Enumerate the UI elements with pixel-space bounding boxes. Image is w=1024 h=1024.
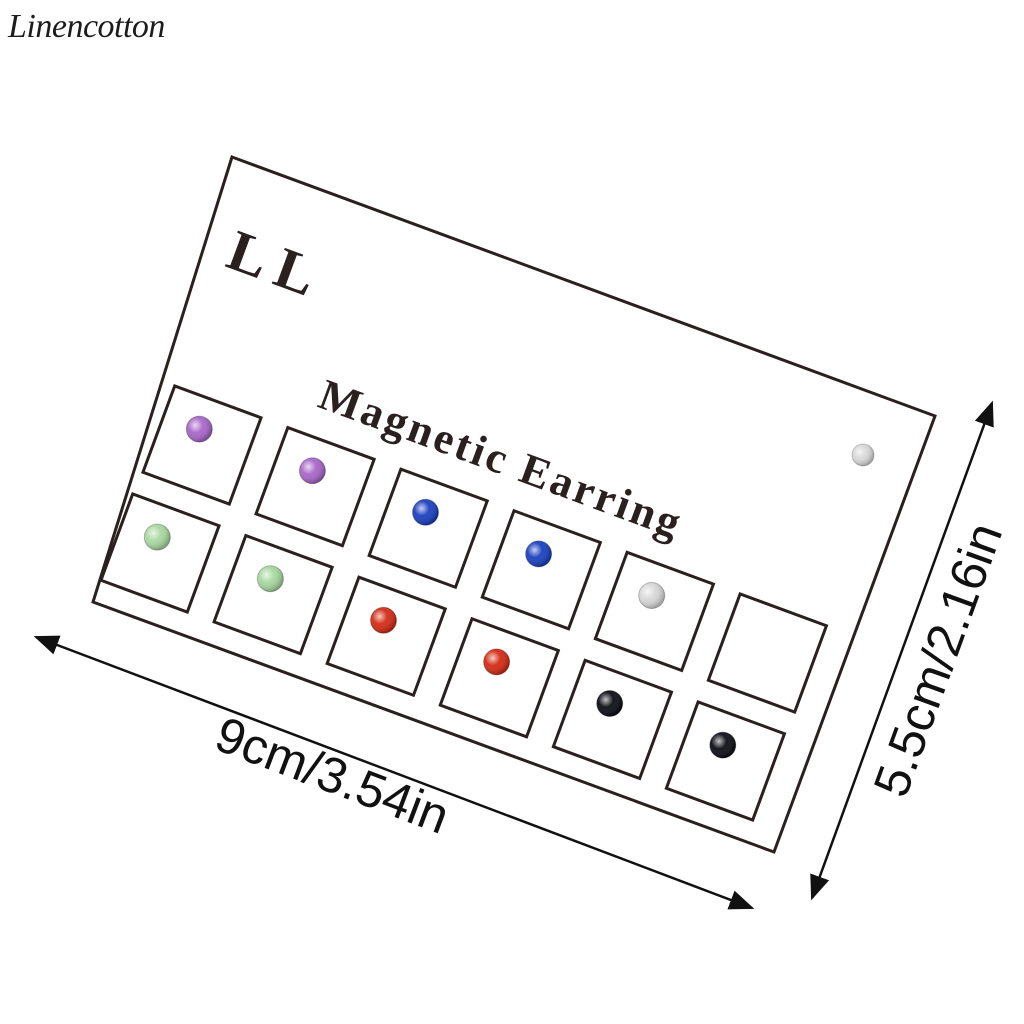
loose-gem-shine — [852, 444, 874, 466]
gem-red-shine — [483, 648, 510, 675]
slot-top-4 — [480, 508, 603, 631]
height-arrow — [810, 400, 994, 901]
slot-top-2 — [254, 425, 377, 548]
gem-black-shine — [596, 690, 623, 717]
gem-light-green-shine — [144, 524, 171, 551]
width-arrow — [33, 635, 755, 910]
slot-top-1 — [141, 384, 263, 506]
gem-black-shine — [709, 732, 736, 759]
gem-blue-shine — [412, 499, 439, 526]
slot-bottom-1 — [99, 492, 221, 614]
slot-top-3 — [367, 467, 490, 590]
gem-light-green-shine — [257, 565, 284, 592]
height-label: 5.5cm/2.16in — [863, 516, 1014, 804]
gem-clear-shine — [638, 582, 665, 609]
gem-red-shine — [370, 607, 397, 634]
loose-stud — [851, 443, 875, 467]
gem-purple-shine — [186, 416, 213, 443]
gem-purple-shine — [299, 457, 326, 484]
width-label: 9cm/3.54in — [208, 706, 457, 845]
brand-watermark: Linencotton — [8, 8, 165, 45]
gem-blue-shine — [525, 540, 552, 567]
